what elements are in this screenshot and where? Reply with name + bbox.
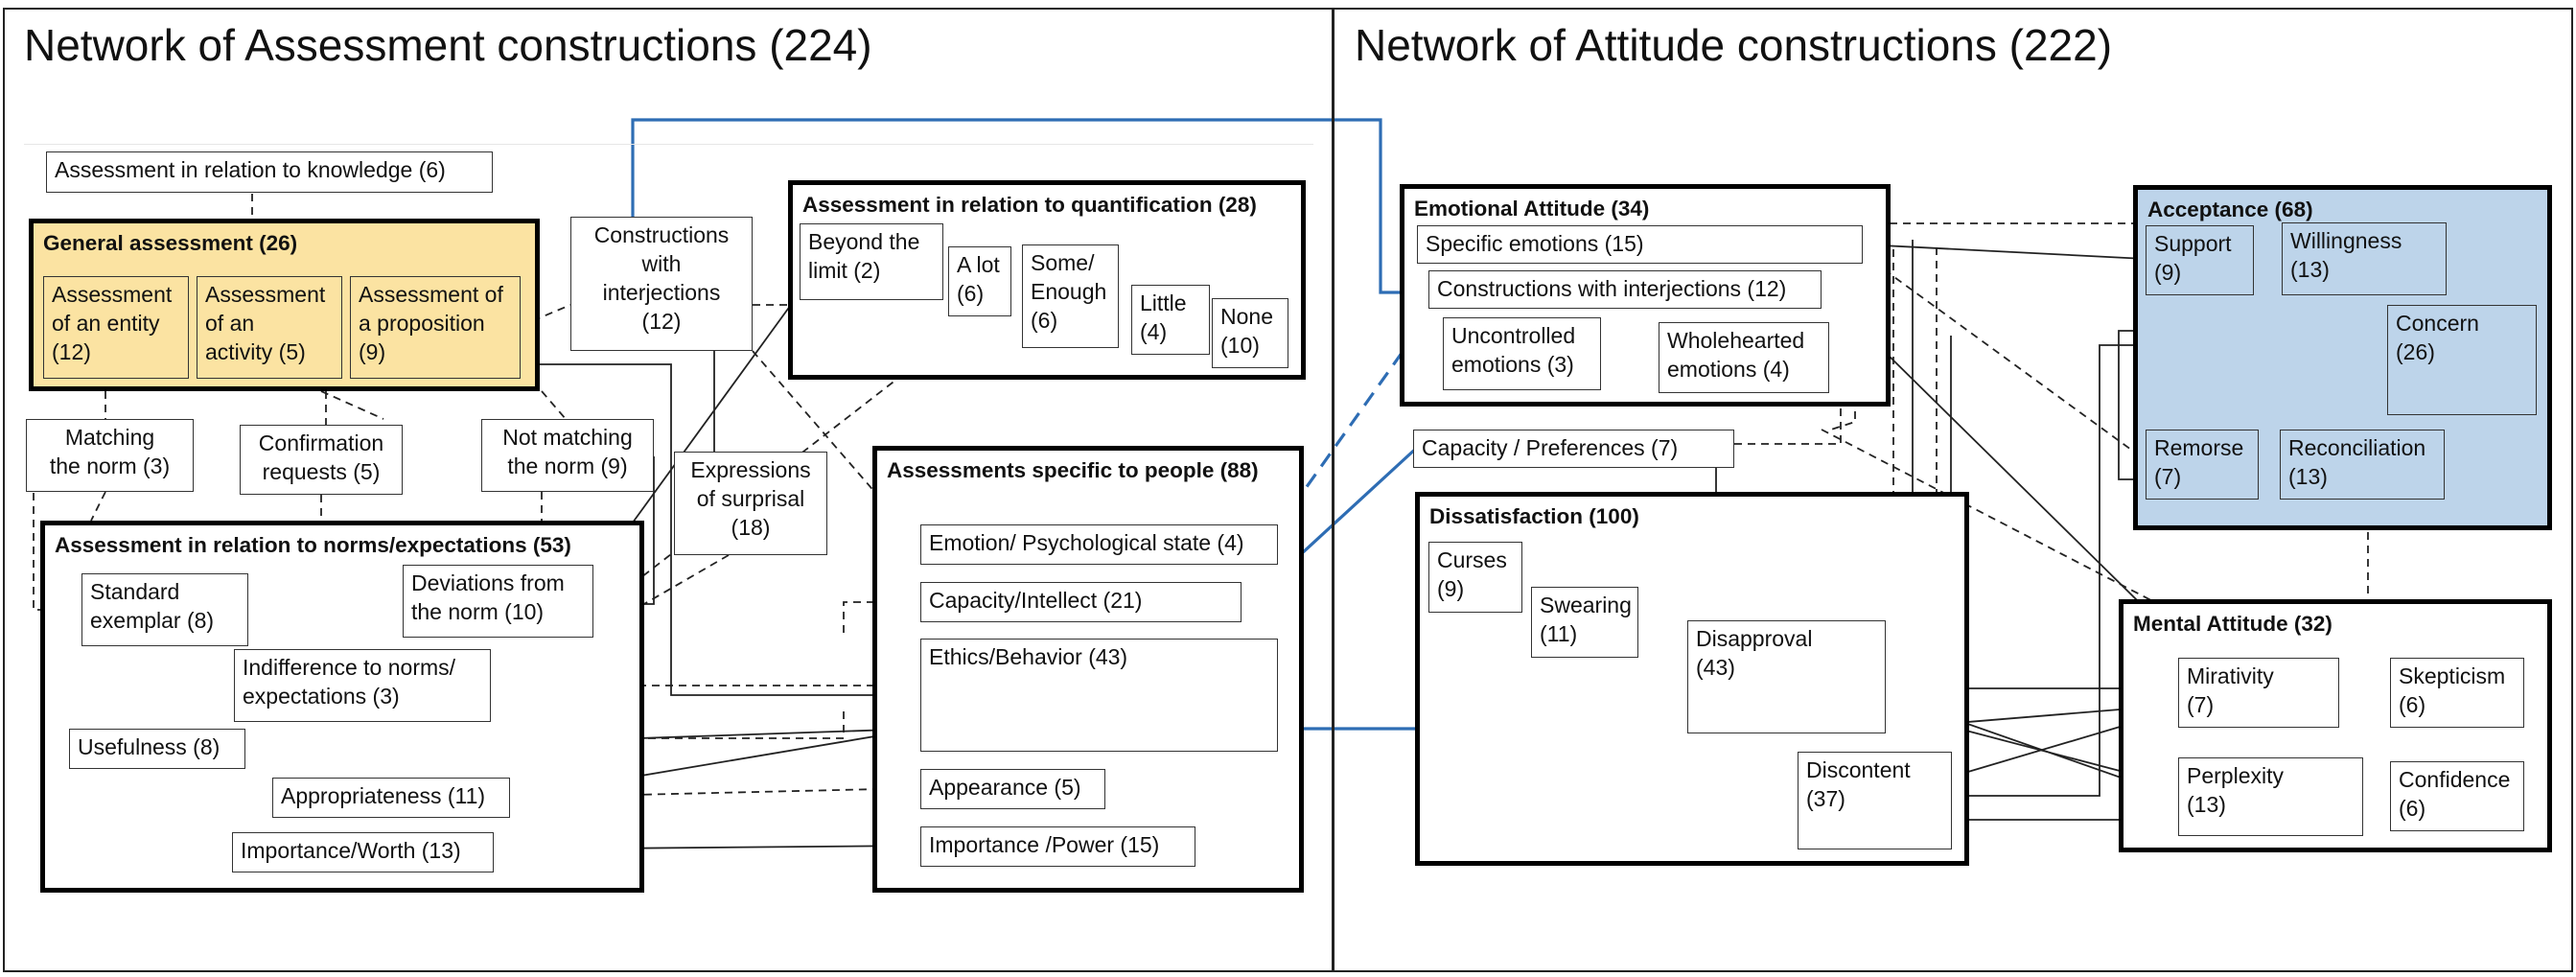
node-usefulness: Usefulness (8) [69, 729, 245, 769]
group-title-mental: Mental Attitude (32) [2133, 612, 2332, 636]
node-entity: Assessment of an entity (12) [43, 276, 189, 379]
group-title-emotional: Emotional Attitude (34) [1414, 197, 1650, 221]
link-69 [1821, 429, 2196, 624]
node-mirativity: Mirativity (7) [2178, 658, 2339, 728]
right-panel-title: Network of Attitude constructions (222) [1355, 20, 2113, 70]
node-uncontrolled-emotions: Uncontrolled emotions (3) [1443, 317, 1601, 390]
group-title-acceptance: Acceptance (68) [2147, 198, 2313, 221]
node-beyond-limit: Beyond the limit (2) [800, 223, 943, 300]
group-title-quantification: Assessment in relation to quantification… [802, 193, 1257, 217]
node-willingness: Willingness (13) [2282, 222, 2447, 295]
node-little: Little (4) [1131, 285, 1210, 355]
node-indifference: Indifference to norms/ expectations (3) [234, 649, 491, 722]
node-matching-norm: Matching the norm (3) [26, 419, 194, 492]
node-importance-power: Importance /Power (15) [920, 826, 1195, 867]
node-expressions-surprisal: Expressions of surprisal (18) [674, 452, 827, 555]
node-appearance: Appearance (5) [920, 769, 1105, 809]
node-not-matching-norm: Not matching the norm (9) [481, 419, 654, 492]
node-interjections-left: Constructions with interjections (12) [570, 217, 753, 351]
node-activity: Assessment of an activity (5) [197, 276, 342, 379]
node-a-lot: A lot (6) [948, 246, 1011, 316]
link-5 [90, 491, 106, 522]
node-appropriateness: Appropriateness (11) [272, 778, 510, 818]
node-wholehearted-emotions: Wholehearted emotions (4) [1659, 322, 1829, 393]
link-3 [541, 390, 567, 420]
node-discontent: Discontent (37) [1798, 752, 1952, 849]
link-13 [752, 350, 921, 546]
node-skepticism: Skepticism (6) [2390, 658, 2524, 728]
link-40 [1862, 244, 2147, 260]
node-swearing: Swearing (11) [1531, 587, 1638, 658]
node-importance-worth: Importance/Worth (13) [232, 832, 494, 872]
node-remorse: Remorse (7) [2146, 430, 2259, 500]
link-38 [1734, 393, 1842, 445]
node-capacity-intellect: Capacity/Intellect (21) [920, 582, 1242, 622]
node-capacity-preferences: Capacity / Preferences (7) [1413, 430, 1734, 468]
node-deviations-norm: Deviations from the norm (10) [403, 565, 593, 638]
node-none: None (10) [1212, 298, 1288, 368]
node-specific-emotions: Specific emotions (15) [1417, 225, 1863, 264]
node-confidence: Confidence (6) [2390, 761, 2524, 831]
node-perplexity: Perplexity (13) [2178, 757, 2363, 836]
node-interjections-right: Constructions with interjections (12) [1428, 270, 1822, 309]
right-panel-frame [1333, 8, 2573, 972]
link-4 [320, 390, 384, 420]
group-title-dissatisfaction: Dissatisfaction (100) [1429, 504, 1639, 528]
node-confirmation-requests: Confirmation requests (5) [240, 425, 403, 495]
node-proposition: Assessment of a proposition (9) [350, 276, 521, 379]
node-disapproval: Disapproval (43) [1687, 620, 1886, 733]
group-title-norms: Assessment in relation to norms/expectat… [55, 533, 571, 557]
node-reconciliation: Reconciliation (13) [2280, 430, 2445, 500]
link-9 [520, 304, 571, 327]
node-knowledge: Assessment in relation to knowledge (6) [46, 151, 493, 193]
link-14 [521, 363, 920, 696]
node-support: Support (9) [2146, 225, 2254, 295]
left-panel-title: Network of Assessment constructions (224… [24, 20, 872, 70]
link-24 [245, 709, 845, 739]
blue-link-11 [631, 118, 1428, 294]
node-ethics-behavior: Ethics/Behavior (43) [920, 639, 1278, 752]
node-concern: Concern (26) [2387, 305, 2537, 415]
faint-rule [24, 144, 1313, 145]
node-curses: Curses (9) [1428, 542, 1522, 613]
node-standard-exemplar: Standard exemplar (8) [81, 573, 248, 646]
node-some-enough: Some/ Enough (6) [1022, 244, 1119, 348]
node-emotion-psych: Emotion/ Psychological state (4) [920, 524, 1278, 565]
link-42 [1862, 253, 2153, 466]
group-title-general: General assessment (26) [43, 231, 298, 255]
group-title-people: Assessments specific to people (88) [887, 458, 1259, 482]
